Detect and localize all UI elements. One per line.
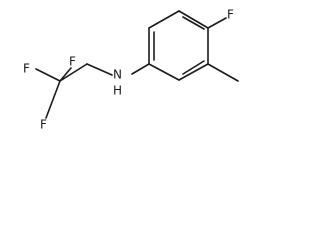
atom-label-nitrogen: N <box>113 68 122 82</box>
ring-bond-top-left <box>148 10 180 29</box>
atom-label-cf3-fluorine-right: F <box>69 55 76 69</box>
atom-label-nitrogen-hydrogen: H <box>113 84 122 98</box>
ring-bond-lower-right <box>178 63 209 81</box>
atom-label-cf3-fluorine-bottom: F <box>40 118 47 132</box>
bond-ring-to-fluorine <box>207 17 227 29</box>
bond-ch2-to-cf3 <box>59 63 88 82</box>
atom-label-ring-fluorine: F <box>227 8 234 22</box>
ring-bond-lower-left <box>148 63 180 81</box>
bond-cf3-to-bottom-fluorine <box>45 80 61 119</box>
bond-nitrogen-to-ch2 <box>86 63 113 76</box>
bond-cf3-to-top-left-fluorine <box>35 68 61 82</box>
chemical-structure-diagram: F N H F F F <box>23 8 239 132</box>
atom-label-cf3-fluorine-left: F <box>23 62 30 76</box>
ring-bond-top <box>178 10 209 29</box>
bond-ring-to-nitrogen <box>131 63 150 75</box>
ring-bond-top-inner <box>182 16 205 30</box>
bond-cf3-to-top-right-fluorine <box>59 67 72 82</box>
bond-ring-to-methyl <box>207 63 239 82</box>
ring-bond-lower-right-inner <box>182 60 205 75</box>
